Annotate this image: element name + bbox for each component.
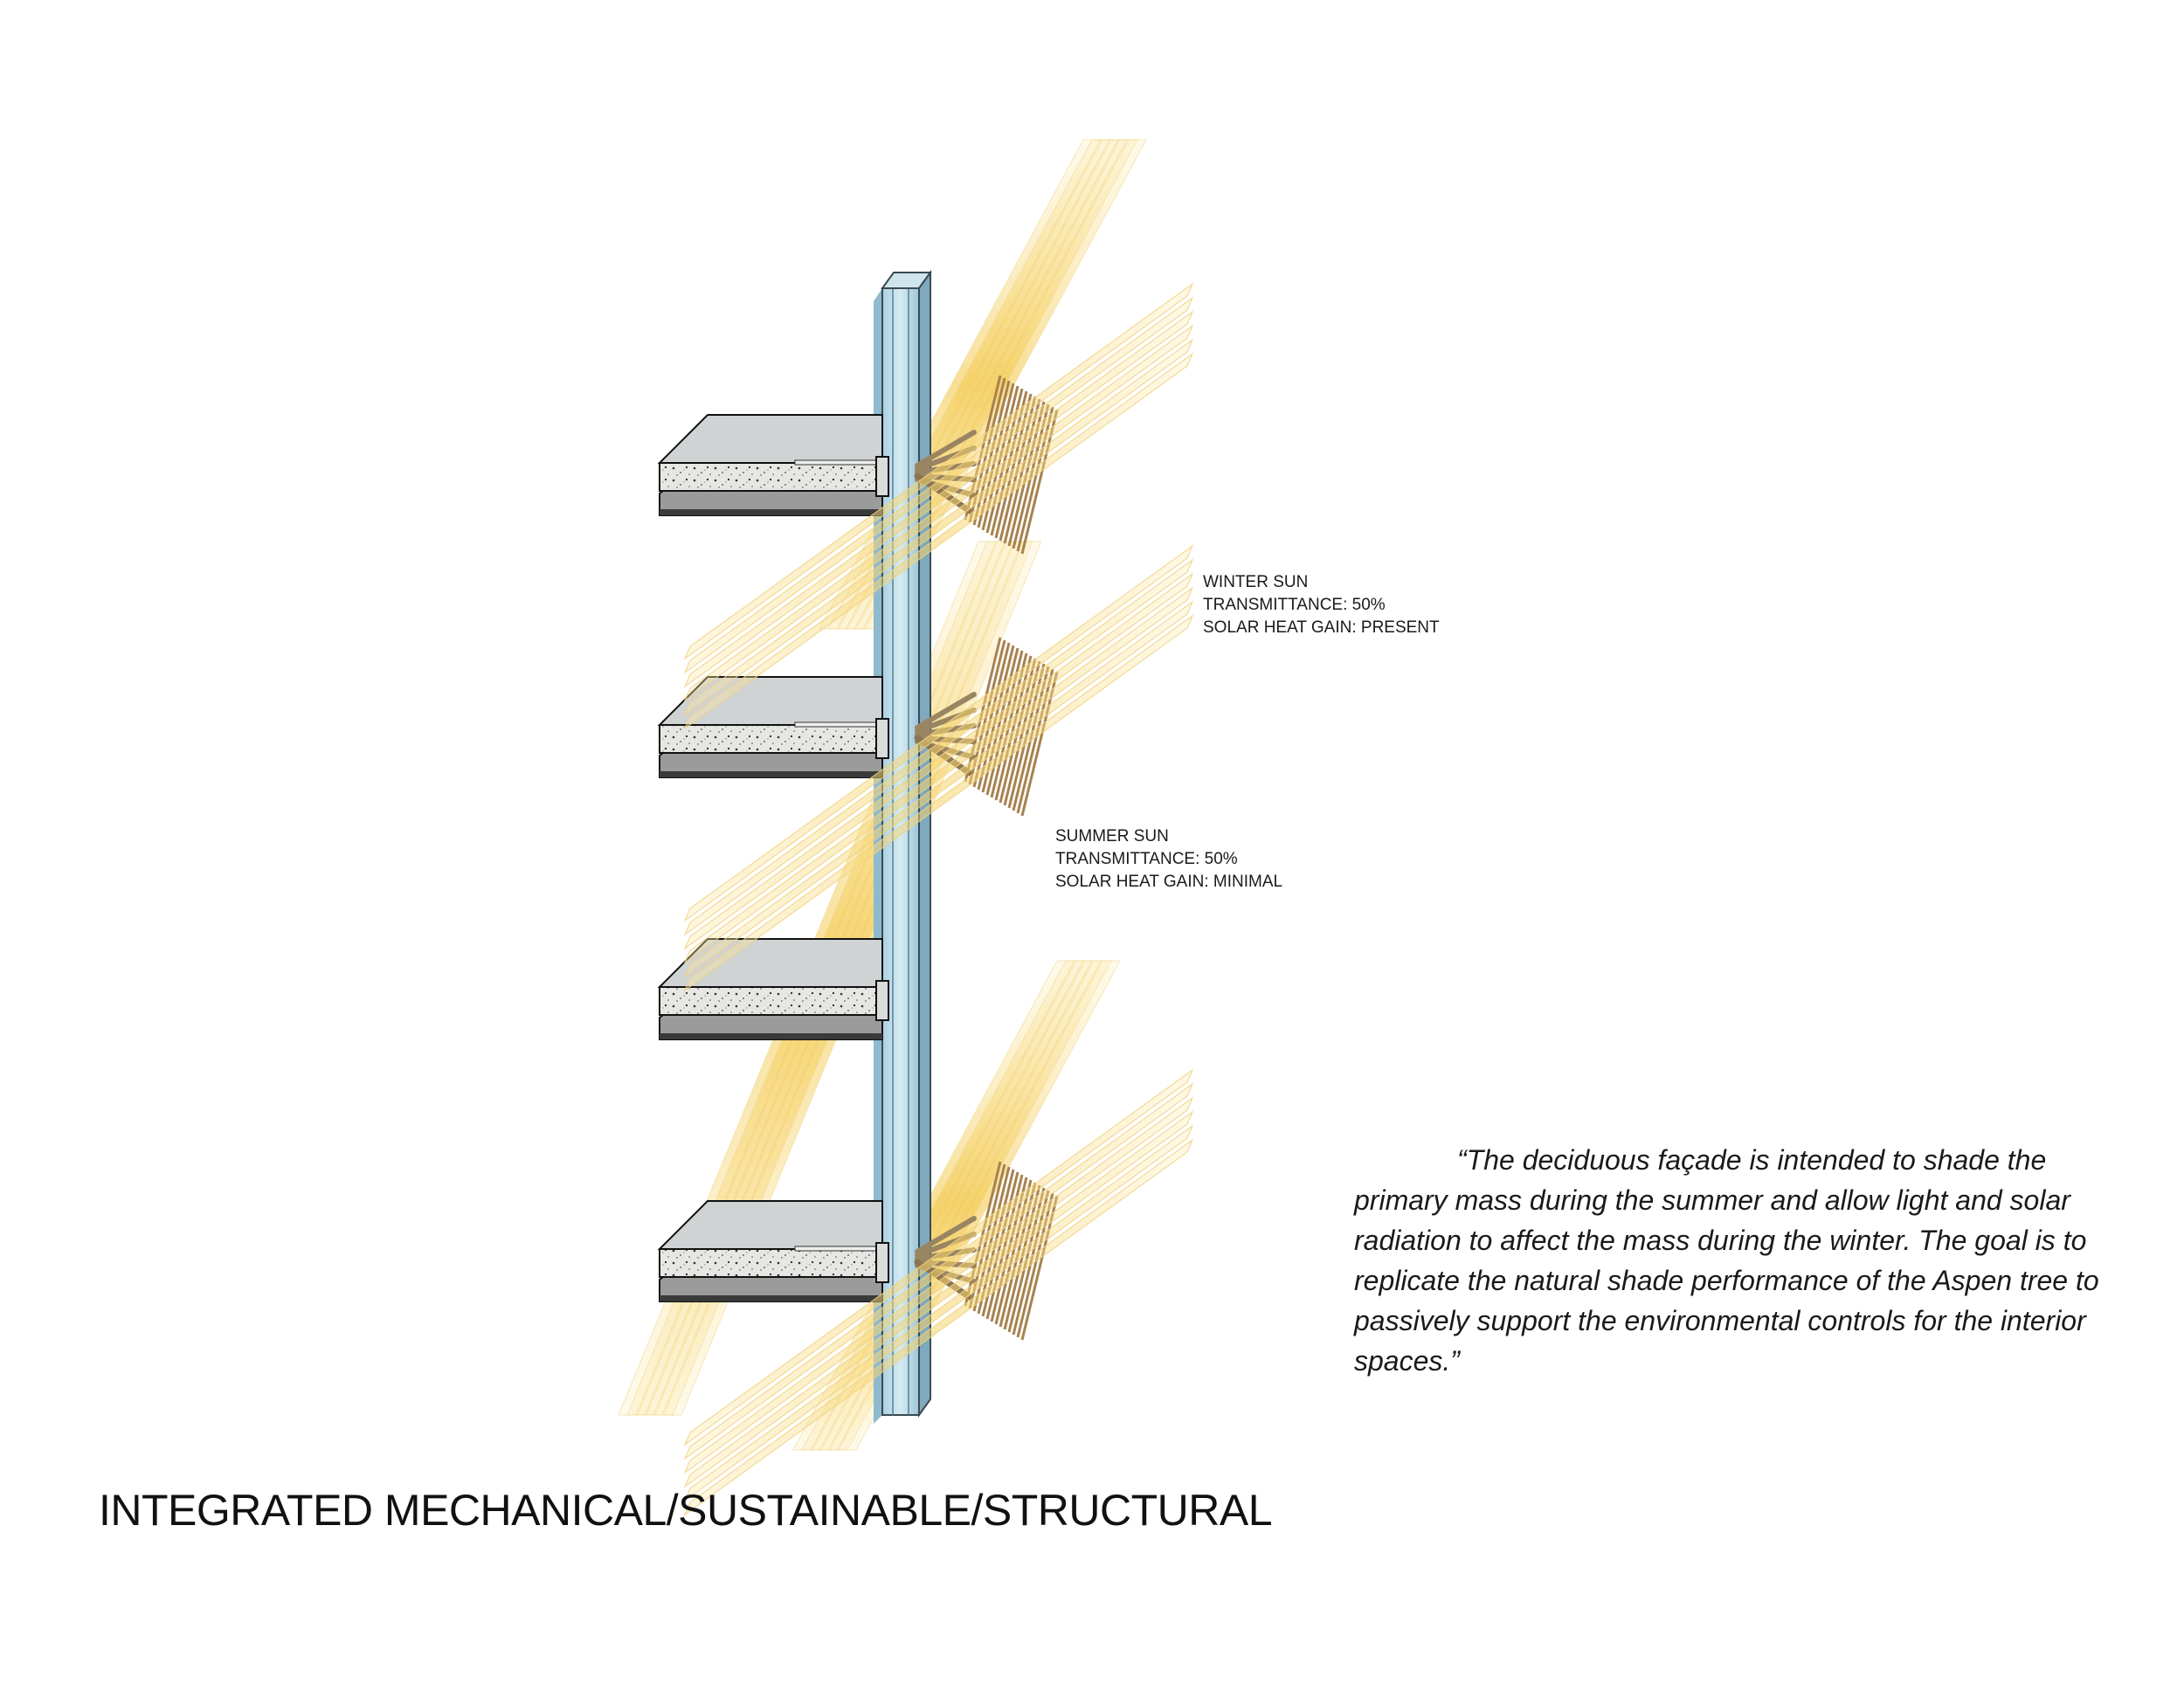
louver-blade <box>964 1161 1002 1307</box>
louver-blade <box>964 637 1002 783</box>
diagonal-ray-band <box>683 338 1194 716</box>
slab-connector <box>875 456 889 497</box>
diagonal-ray-band <box>683 324 1194 702</box>
slab-edge <box>659 724 883 754</box>
slab-edge <box>659 462 883 492</box>
louver-blade <box>964 375 1002 521</box>
summer-solar-heat-gain: SOLAR HEAT GAIN: MINIMAL <box>1055 873 1283 891</box>
floor-slabs <box>657 414 889 1302</box>
diagonal-sun-rays <box>683 282 1194 1516</box>
diagonal-ray-band <box>683 572 1194 950</box>
diagonal-ray-band <box>683 1096 1194 1474</box>
slab-connector <box>875 1242 889 1283</box>
winter-transmittance: TRANSMITTANCE: 50% <box>1203 596 1386 614</box>
slab-groove <box>794 721 879 728</box>
diagonal-ray-band <box>683 600 1194 978</box>
floor-slab <box>657 676 889 778</box>
diagonal-ray-band <box>683 614 1194 992</box>
louver-blade <box>994 655 1033 801</box>
slab-top <box>657 414 883 464</box>
diagonal-ray-band <box>683 586 1194 964</box>
summer-sun-annotation: SUMMER SUN TRANSMITTANCE: 50% SOLAR HEAT… <box>1055 825 1282 894</box>
page-title: INTEGRATED MECHANICAL/SUSTAINABLE/STRUCT… <box>99 1486 1273 1535</box>
winter-sun-annotation: WINTER SUN TRANSMITTANCE: 50% SOLAR HEAT… <box>1203 571 1440 639</box>
slab-top <box>657 1200 883 1250</box>
slab-connector <box>875 718 889 759</box>
diagonal-ray-band <box>683 1068 1194 1446</box>
diagonal-ray-band <box>683 1110 1194 1488</box>
slab-soffit-edge <box>660 1033 882 1039</box>
fin-strut <box>915 1216 977 1254</box>
slab-groove <box>794 459 879 466</box>
floor-slab <box>657 1200 889 1302</box>
floor-slab <box>657 414 889 516</box>
summer-transmittance: TRANSMITTANCE: 50% <box>1055 850 1238 868</box>
slab-groove <box>794 1246 879 1252</box>
diagonal-ray-band <box>683 544 1194 922</box>
winter-sun-label: WINTER SUN <box>1203 573 1309 591</box>
slab-edge <box>659 1248 883 1278</box>
diagonal-ray-band <box>683 296 1194 674</box>
diagonal-ray-band <box>683 1082 1194 1460</box>
diagonal-ray-band <box>683 1138 1194 1516</box>
diagonal-ray-band <box>683 352 1194 730</box>
diagonal-ray-band <box>683 1124 1194 1502</box>
slab-connector <box>875 980 889 1021</box>
louver-blade <box>994 393 1033 539</box>
winter-solar-heat-gain: SOLAR HEAT GAIN: PRESENT <box>1203 618 1440 637</box>
slab-edge <box>659 986 883 1016</box>
design-intent-quote: “The deciduous façade is intended to sha… <box>1354 1144 2099 1377</box>
diagonal-ray-band <box>683 310 1194 688</box>
diagonal-ray-band <box>683 558 1194 936</box>
slab-soffit-edge <box>660 509 882 515</box>
slab-soffit-edge <box>660 1295 882 1301</box>
louver-blade <box>994 1179 1033 1325</box>
fin-strut <box>915 692 977 730</box>
slab-soffit-edge <box>660 771 882 777</box>
diagonal-ray-band <box>683 282 1194 660</box>
fin-strut <box>915 430 977 468</box>
summer-sun-label: SUMMER SUN <box>1055 827 1169 846</box>
